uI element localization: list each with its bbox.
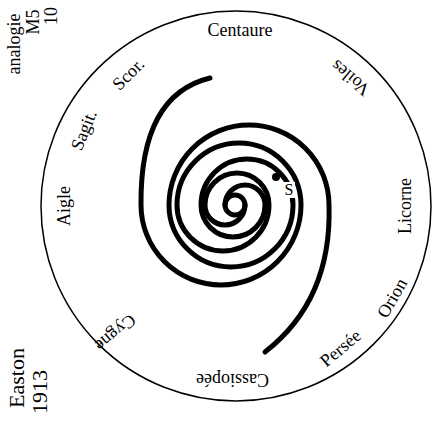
constellation-label: Cassiopée: [196, 371, 269, 389]
constellation-label: Centaure: [208, 21, 273, 39]
spiral-arm: [141, 78, 301, 285]
constellation-label: Orion: [374, 275, 411, 320]
constellation-label: Cygne: [91, 311, 139, 355]
constellation-label: Licorne: [396, 178, 414, 234]
sun-label: S: [283, 182, 296, 198]
year-text: 1913: [29, 370, 51, 414]
constellation-label: Voiles: [327, 57, 373, 100]
sky-circle: [41, 11, 431, 401]
constellation-label: Aigle: [55, 186, 73, 226]
constellation-label: Scor.: [109, 55, 148, 94]
sun-dot: [272, 173, 280, 181]
note-text: analogie: [5, 14, 23, 75]
note-text: M5: [24, 9, 42, 34]
constellation-label: Persée: [316, 326, 364, 370]
note-text: 10: [42, 7, 60, 25]
constellation-label: Sagit.: [68, 107, 100, 152]
author-text: Easton: [6, 348, 28, 408]
